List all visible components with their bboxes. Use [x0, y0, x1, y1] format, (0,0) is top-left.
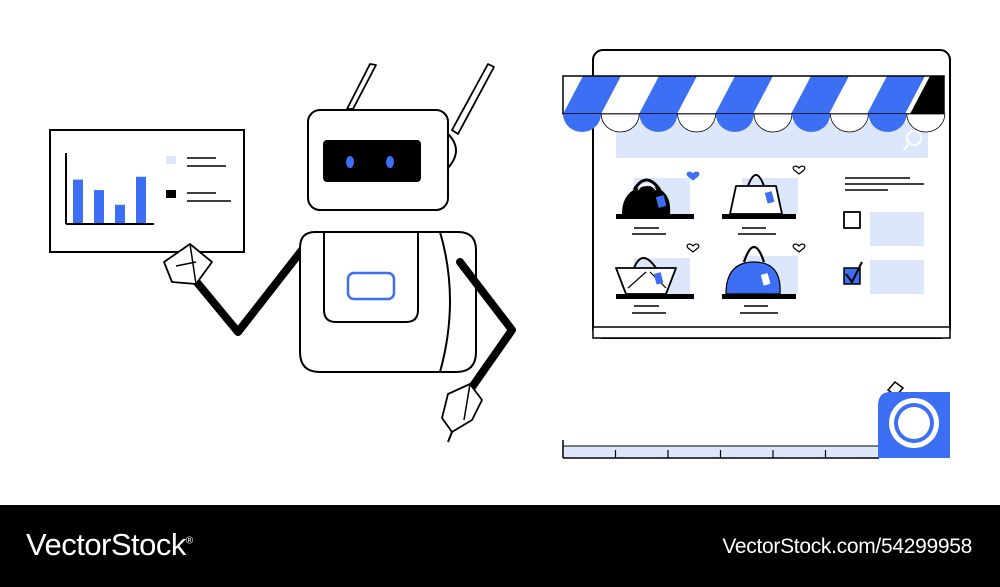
chart-bars — [73, 176, 146, 223]
robot-eye-icon — [386, 156, 394, 168]
stock-id: VectorStock.com/54299958 — [722, 535, 972, 558]
favorite-heart-icon[interactable] — [792, 165, 806, 175]
robot — [163, 63, 516, 443]
chest-panel-icon — [346, 271, 396, 301]
brand-logo[interactable]: VectorStock® — [26, 527, 193, 562]
filter-panel — [843, 177, 924, 294]
dome-bag-icon — [725, 261, 781, 295]
chart-bar — [94, 190, 104, 223]
legend-swatch-dark — [166, 190, 176, 198]
chart-bar — [115, 204, 125, 223]
favorite-heart-icon[interactable] — [792, 243, 806, 253]
robot-visor — [323, 140, 421, 182]
tape-measure-icon — [562, 380, 950, 459]
tote-bag-icon — [729, 185, 783, 215]
product-card[interactable] — [722, 243, 806, 314]
chart-board — [49, 129, 245, 253]
shop-window — [562, 49, 951, 339]
product-card[interactable] — [615, 243, 700, 314]
awning — [562, 75, 946, 133]
watermark-bar: VectorStock® VectorStock.com/54299958 — [0, 505, 1000, 587]
favorite-heart-icon[interactable] — [686, 171, 700, 181]
chart-legend — [166, 156, 231, 202]
robot-eye-icon — [346, 156, 354, 168]
search-icon[interactable] — [903, 130, 922, 151]
legend-swatch-light — [166, 156, 176, 164]
filter-option[interactable] — [843, 260, 924, 294]
chart-bar — [136, 176, 146, 223]
filter-option[interactable] — [843, 211, 924, 246]
favorite-heart-icon[interactable] — [686, 243, 700, 253]
checkbox-icon[interactable] — [843, 211, 861, 229]
handbag-icon — [622, 186, 671, 214]
chart-bar — [73, 179, 83, 223]
product-card[interactable] — [722, 165, 806, 235]
illustration — [49, 49, 951, 459]
basket-bag-icon — [615, 267, 677, 295]
product-card[interactable] — [616, 171, 700, 235]
